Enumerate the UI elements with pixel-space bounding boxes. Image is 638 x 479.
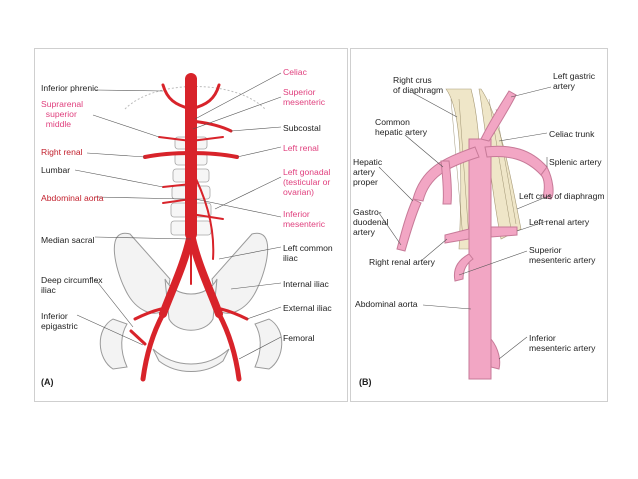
panel-b-illustration xyxy=(378,86,554,380)
label-internal-iliac: Internal iliac xyxy=(283,279,329,289)
label-left-crus: Left crus of diaphragm xyxy=(519,191,605,201)
label-inferior-epigastric: Inferior epigastric xyxy=(41,311,78,331)
label-femoral: Femoral xyxy=(283,333,315,343)
label-abdominal-aorta: Abdominal aorta xyxy=(41,193,104,203)
label-inferior-mesenteric-b: Inferior mesenteric artery xyxy=(529,333,596,353)
label-superior-mesenteric: Superior mesenteric xyxy=(283,87,326,107)
artery-tree xyxy=(129,73,249,382)
label-left-renal-artery: Left renal artery xyxy=(529,217,590,227)
label-left-gonadal: Left gonadal (testicular or ovarian) xyxy=(283,167,331,197)
panel-b-tag: (B) xyxy=(359,377,372,387)
panel-a-illustration xyxy=(74,72,283,382)
label-external-iliac: External iliac xyxy=(283,303,332,313)
panel-a-leader-lines xyxy=(74,72,282,360)
label-abdominal-aorta-b: Abdominal aorta xyxy=(355,299,418,309)
label-left-common-iliac: Left common iliac xyxy=(283,243,333,263)
left-femur-head xyxy=(254,318,283,370)
label-right-crus: Right crus of diaphragm xyxy=(393,75,444,95)
label-median-sacral: Median sacral xyxy=(41,235,95,245)
label-inferior-phrenic: Inferior phrenic xyxy=(41,83,99,93)
label-splenic: Splenic artery xyxy=(549,157,602,167)
left-iliac-wing xyxy=(211,232,269,314)
panel-a-abdominal-arteries: Inferior phrenic Suprarenal superior mid… xyxy=(34,48,348,402)
pink-artery-tree xyxy=(396,90,554,380)
label-left-gastric: Left gastric artery xyxy=(553,71,596,91)
label-left-renal: Left renal xyxy=(283,143,319,153)
label-deep-circumflex-iliac: Deep circumflex iliac xyxy=(41,275,103,295)
label-celiac-trunk: Celiac trunk xyxy=(549,129,595,139)
label-celiac: Celiac xyxy=(283,67,307,77)
label-gastroduodenal: Gastro- duodenal artery xyxy=(353,207,389,237)
label-right-renal-artery: Right renal artery xyxy=(369,257,435,267)
panel-a-tag: (A) xyxy=(41,377,54,387)
label-right-renal: Right renal xyxy=(41,147,83,157)
right-iliac-wing xyxy=(113,232,171,314)
right-femur-head xyxy=(99,318,128,370)
label-subcostal: Subcostal xyxy=(283,123,321,133)
pubis xyxy=(152,348,230,372)
label-hepatic-proper: Hepatic artery proper xyxy=(353,157,383,187)
label-inferior-mesenteric: Inferior mesenteric xyxy=(283,209,326,229)
panel-b-leader-lines xyxy=(378,86,552,360)
label-lumbar: Lumbar xyxy=(41,165,71,175)
label-suprarenal: Suprarenal superior middle xyxy=(41,99,84,129)
label-superior-mesenteric-b: Superior mesenteric artery xyxy=(529,245,596,265)
label-common-hepatic: Common hepatic artery xyxy=(375,117,428,137)
panel-b-celiac-detail: Right crus of diaphragm Common hepatic a… xyxy=(350,48,608,402)
